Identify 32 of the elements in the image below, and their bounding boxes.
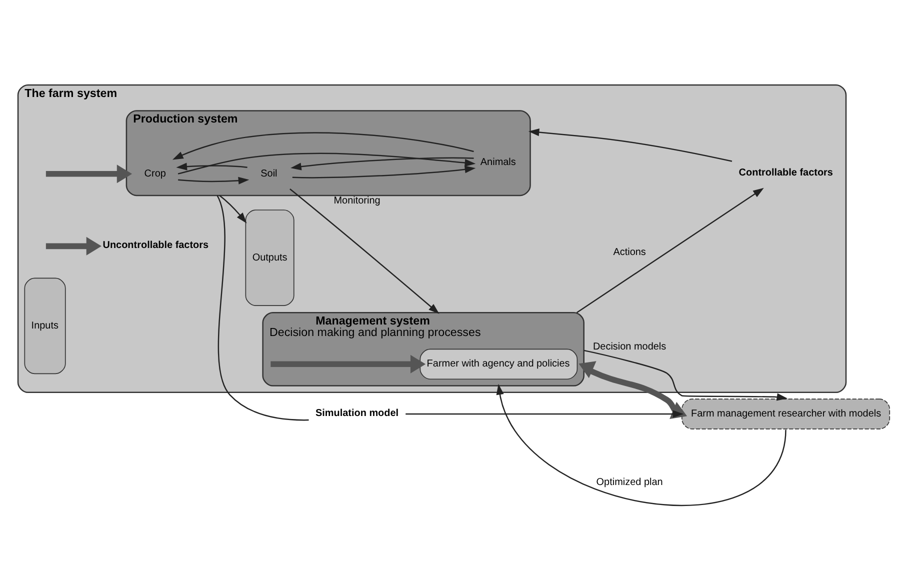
arrow [292, 165, 476, 178]
arrow [496, 383, 786, 506]
arrow [178, 152, 476, 174]
arrow [46, 164, 132, 183]
connector [216, 194, 309, 420]
arrow [578, 360, 688, 418]
node-box: Farmer with agency and policies [420, 348, 578, 380]
arrow [176, 162, 248, 170]
node-text: Simulation model [315, 407, 399, 418]
arrow [178, 176, 250, 184]
node-text: Animals [480, 156, 516, 168]
node-box: Inputs [24, 277, 66, 374]
arrow [219, 194, 247, 223]
arrow [406, 410, 684, 418]
arrow [290, 156, 474, 170]
edge-label: Actions [613, 246, 646, 258]
node-text: Uncontrollable factors [102, 239, 209, 250]
arrow [584, 349, 788, 400]
arrow [576, 187, 764, 313]
edge-label: Decision models [592, 341, 666, 352]
arrow [46, 236, 102, 255]
node-text: Soil [260, 168, 278, 179]
edge-label: Optimized plan [596, 476, 663, 488]
arrow [270, 354, 426, 373]
arrow [172, 132, 474, 160]
arrow [290, 188, 440, 314]
node-box: Outputs [245, 209, 294, 306]
edge-label: Monitoring [334, 194, 380, 206]
node-text: Controllable factors [738, 167, 833, 178]
arrow [528, 128, 732, 162]
node-text: Crop [144, 168, 166, 179]
node-box: Farm management researcher with models [682, 398, 890, 429]
